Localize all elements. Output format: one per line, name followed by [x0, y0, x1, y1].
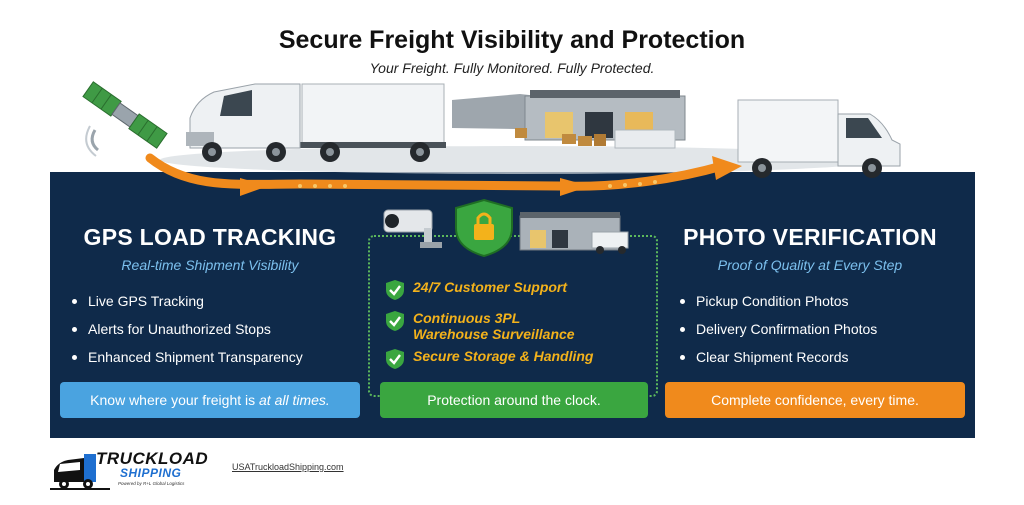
list-item: Delivery Confirmation Photos — [678, 319, 968, 347]
surveillance-line-1: Continuous 3PL — [413, 310, 521, 326]
support-label: 24/7 Customer Support — [413, 279, 568, 295]
support-item: 24/7 Customer Support — [385, 279, 567, 301]
logo-tagline: Powered by R+L Global Logistics — [118, 481, 185, 486]
gps-tracking-title: GPS LOAD TRACKING — [83, 224, 337, 250]
surveillance-label: Continuous 3PL Warehouse Surveillance — [413, 310, 575, 342]
website-link[interactable]: USATruckloadShipping.com — [232, 462, 344, 472]
gps-feature-list: Live GPS Tracking Alerts for Unauthorize… — [70, 291, 360, 375]
warehouse-icon — [452, 90, 686, 149]
security-illustration — [383, 198, 629, 258]
page-title: Secure Freight Visibility and Protection — [278, 26, 746, 54]
protection-cta-banner: Protection around the clock. — [380, 382, 648, 418]
check-shield-icon — [386, 280, 404, 300]
photo-cta-banner: Complete confidence, every time. — [665, 382, 965, 418]
list-item: Alerts for Unauthorized Stops — [70, 319, 360, 347]
truck-logo-icon — [50, 454, 110, 490]
box-truck-icon — [737, 99, 901, 178]
warehouse-icon — [519, 212, 629, 254]
gps-cta-banner: Know where your freight is at all times. — [60, 382, 360, 418]
logo-wordmark-top: TRUCKLOAD — [96, 449, 209, 468]
gps-cta-emphasis: at all times. — [259, 392, 330, 408]
check-shield-icon — [386, 311, 404, 331]
security-camera-icon — [383, 209, 442, 248]
list-item: Live GPS Tracking — [70, 291, 360, 319]
protection-cta-text: Protection around the clock. — [427, 392, 601, 408]
storage-item: Secure Storage & Handling — [385, 348, 593, 370]
surveillance-item: Continuous 3PL Warehouse Surveillance — [385, 310, 575, 342]
list-item: Enhanced Shipment Transparency — [70, 347, 360, 375]
check-shield-icon — [386, 349, 404, 369]
gps-cta-text: Know where your freight is — [90, 392, 260, 408]
storage-label: Secure Storage & Handling — [413, 348, 594, 364]
gps-tracking-subtitle: Real-time Shipment Visibility — [121, 257, 299, 273]
photo-feature-list: Pickup Condition Photos Delivery Confirm… — [678, 291, 968, 375]
list-item: Pickup Condition Photos — [678, 291, 968, 319]
photo-verification-subtitle: Proof of Quality at Every Step — [717, 257, 903, 273]
photo-cta-text: Complete confidence, every time. — [711, 392, 919, 408]
logo-wordmark-bottom: SHIPPING — [120, 466, 182, 480]
satellite-icon — [82, 81, 168, 157]
photo-verification-title: PHOTO VERIFICATION — [683, 224, 937, 250]
page-subtitle: Your Freight. Fully Monitored. Fully Pro… — [369, 60, 655, 76]
surveillance-line-2: Warehouse Surveillance — [413, 326, 575, 342]
list-item: Clear Shipment Records — [678, 347, 968, 375]
semi-truck-icon — [186, 83, 446, 162]
lock-shield-icon — [455, 198, 513, 258]
